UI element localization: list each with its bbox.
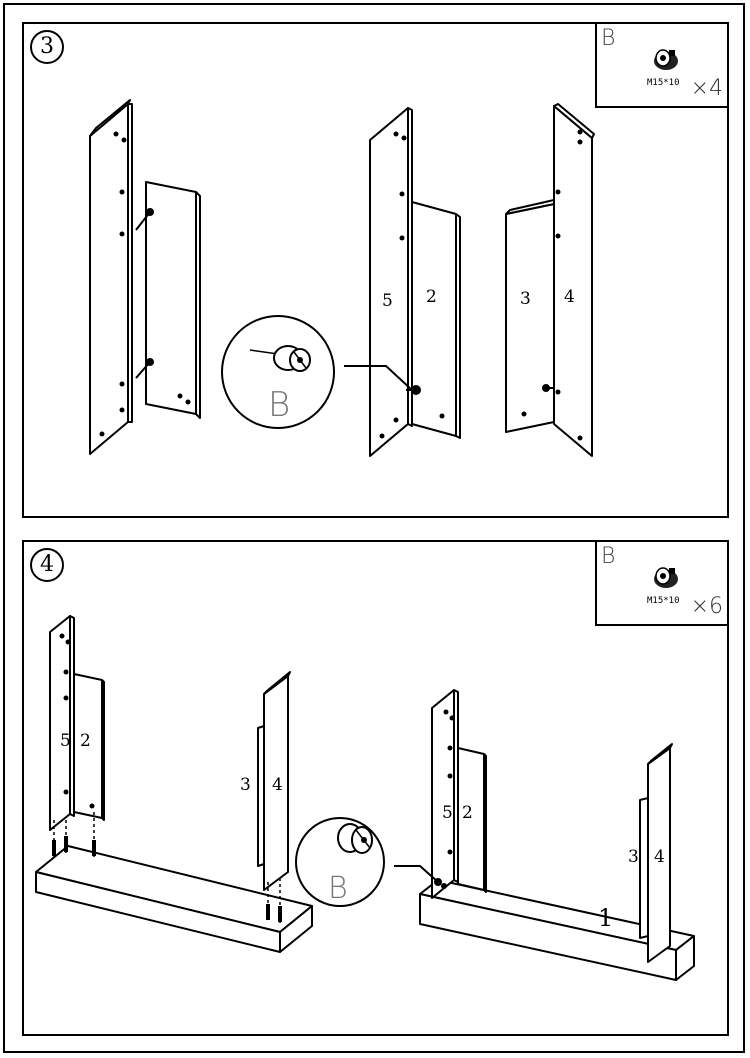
step-3-panel: 3 B M15*10 ×4 <box>22 22 729 518</box>
panel-label: 4 <box>564 287 575 307</box>
parts-code: M15*10 <box>647 78 680 88</box>
cam-lock-callout: B <box>221 315 335 429</box>
step-4-panel: 4 B M15*10 ×6 <box>22 540 729 1036</box>
side-panel-4-left <box>263 671 291 891</box>
side-panel-5-left <box>49 615 75 831</box>
parts-letter: B <box>601 544 616 569</box>
parts-box: B M15*10 ×6 <box>595 540 729 626</box>
callout-leader <box>394 865 439 883</box>
callout-leader <box>344 365 413 391</box>
parts-code: M15*10 <box>647 596 680 606</box>
panel-label: 1 <box>598 904 613 932</box>
shelf-panel-2-right <box>457 747 487 893</box>
parts-letter: B <box>601 26 616 51</box>
parts-box: B M15*10 ×4 <box>595 22 729 108</box>
page-frame <box>3 3 745 1053</box>
parts-quantity: ×6 <box>690 594 723 619</box>
side-panel-5-right <box>431 689 459 899</box>
shelf-panel-3-right <box>639 797 649 939</box>
side-panel-4 <box>553 103 595 457</box>
cam-lock-icon <box>654 567 678 588</box>
panel-label: 3 <box>520 289 531 309</box>
shelf-panel-2 <box>411 201 461 439</box>
panel-label: 2 <box>426 287 437 307</box>
base-plank-left <box>35 845 313 953</box>
panel-label: 5 <box>60 731 71 751</box>
drill-holes <box>59 633 455 855</box>
panel-label: 2 <box>462 803 473 823</box>
callout-letter: B <box>268 385 290 425</box>
panel-label: 5 <box>442 803 453 823</box>
panel-label: 2 <box>80 731 91 751</box>
step-number: 4 <box>30 548 64 582</box>
parts-quantity: ×4 <box>690 76 723 101</box>
step-3-drawing: 5 2 3 4 B <box>89 99 595 457</box>
step-number: 3 <box>30 30 64 64</box>
shelf-panel-3-left <box>257 725 265 867</box>
cam-lock-icon <box>654 49 678 70</box>
callout-letter: B <box>328 871 348 906</box>
shelf-panel-left <box>145 181 201 419</box>
panel-label: 4 <box>272 775 283 795</box>
drill-holes <box>99 129 583 441</box>
panel-label: 5 <box>382 291 393 311</box>
panel-label: 4 <box>654 847 665 867</box>
cam-lock-callout: B <box>295 817 385 907</box>
panel-label: 3 <box>240 775 251 795</box>
side-panel-left <box>89 99 133 455</box>
base-plank-right <box>419 879 695 981</box>
step-4-drawing: 5 2 3 4 5 2 3 4 1 B <box>35 615 695 981</box>
panel-label: 3 <box>628 847 639 867</box>
shelf-panel-3 <box>505 199 555 433</box>
side-panel-5 <box>369 107 413 457</box>
shelf-panel-2-left <box>73 673 105 821</box>
